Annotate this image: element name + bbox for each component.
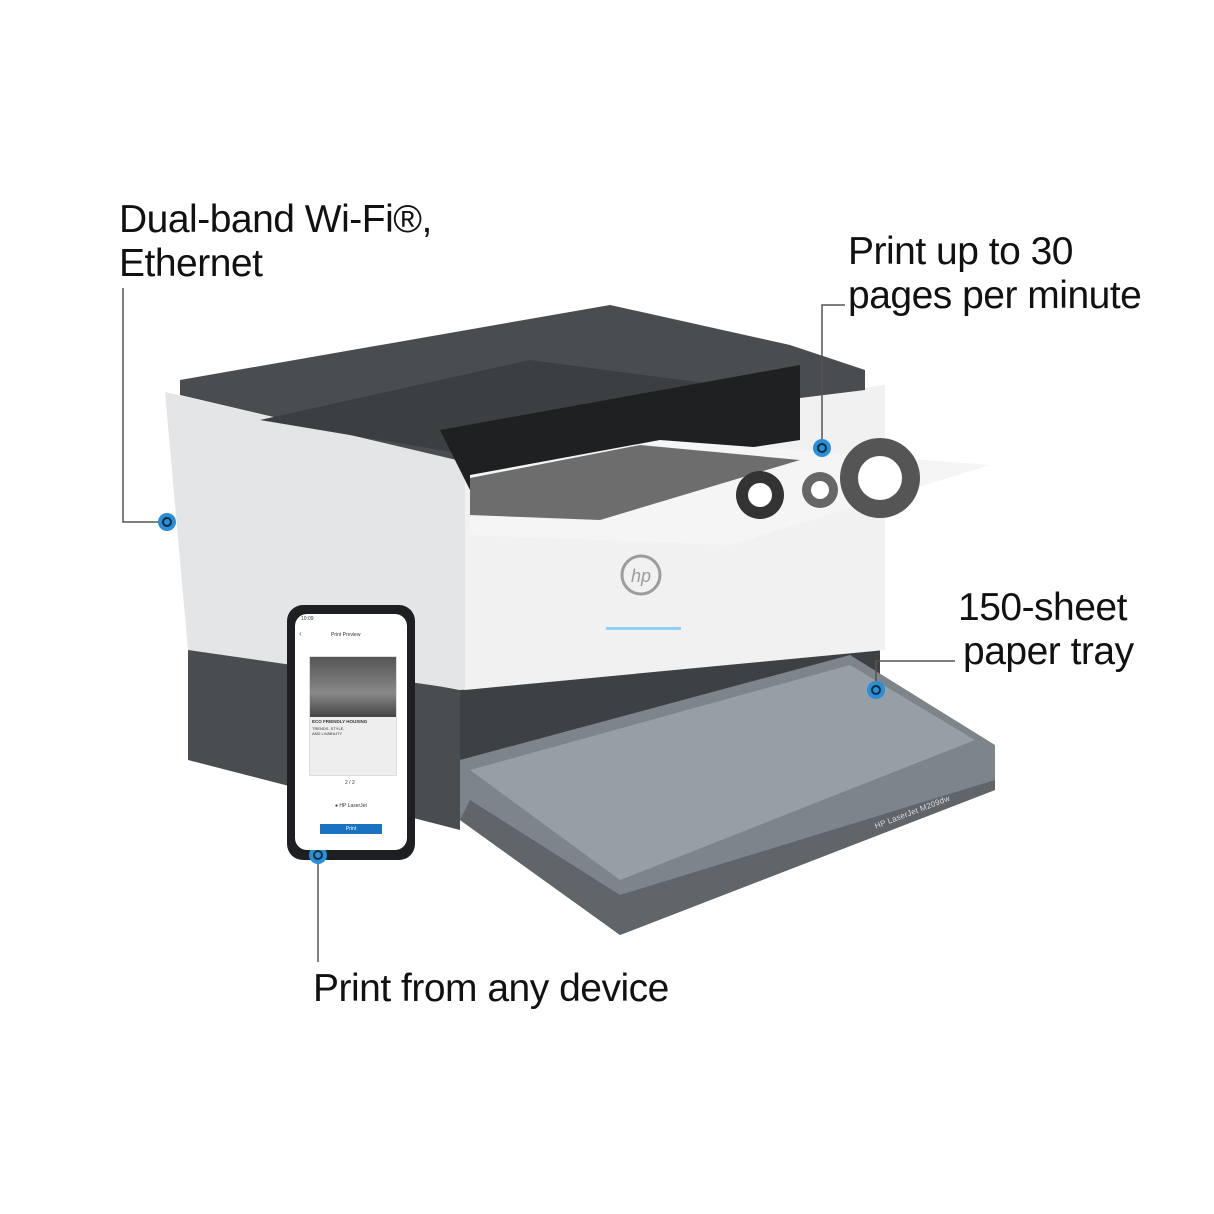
back-chevron-icon[interactable]: ‹ [299, 629, 302, 638]
doc-heading: ECO FRIENDLY HOUSING [312, 719, 368, 724]
svg-text:hp: hp [631, 566, 651, 586]
doc-sub: TRENDS, STYLE, AND LIVABILITY [312, 726, 345, 736]
callout-speed: Print up to 30 pages per minute [848, 230, 1142, 318]
callout-wifi-line2: Ethernet [119, 242, 263, 285]
page-indicator: 2 / 2 [345, 780, 355, 786]
printer-select[interactable]: ● HP LaserJet [335, 803, 367, 809]
phone-time: 10:09 [301, 616, 314, 622]
callout-tray: 150-sheet paper tray [958, 586, 1134, 674]
status-light [606, 627, 681, 630]
callout-wifi-line1: Dual-band Wi-Fi®, [119, 198, 432, 241]
print-button[interactable]: Print [320, 824, 382, 834]
printer-name: HP LaserJet [339, 803, 367, 809]
callout-tray-line1: 150-sheet [958, 586, 1127, 629]
doc-preview: ECO FRIENDLY HOUSING TRENDS, STYLE, AND … [309, 656, 397, 776]
phone-title: Print Preview [331, 632, 361, 638]
callout-device: Print from any device [313, 967, 669, 1011]
callout-device-line1: Print from any device [313, 967, 669, 1010]
hp-logo [620, 554, 662, 596]
phone-screen: 10:09 ‹ Print Preview ECO FRIENDLY HOUSI… [295, 614, 407, 850]
callout-wifi: Dual-band Wi-Fi®, Ethernet [119, 198, 432, 286]
callout-speed-line2: pages per minute [848, 274, 1142, 317]
callout-tray-line2: paper tray [963, 630, 1134, 673]
callout-speed-line1: Print up to 30 [848, 230, 1073, 273]
callout-dot-icon [158, 439, 885, 864]
